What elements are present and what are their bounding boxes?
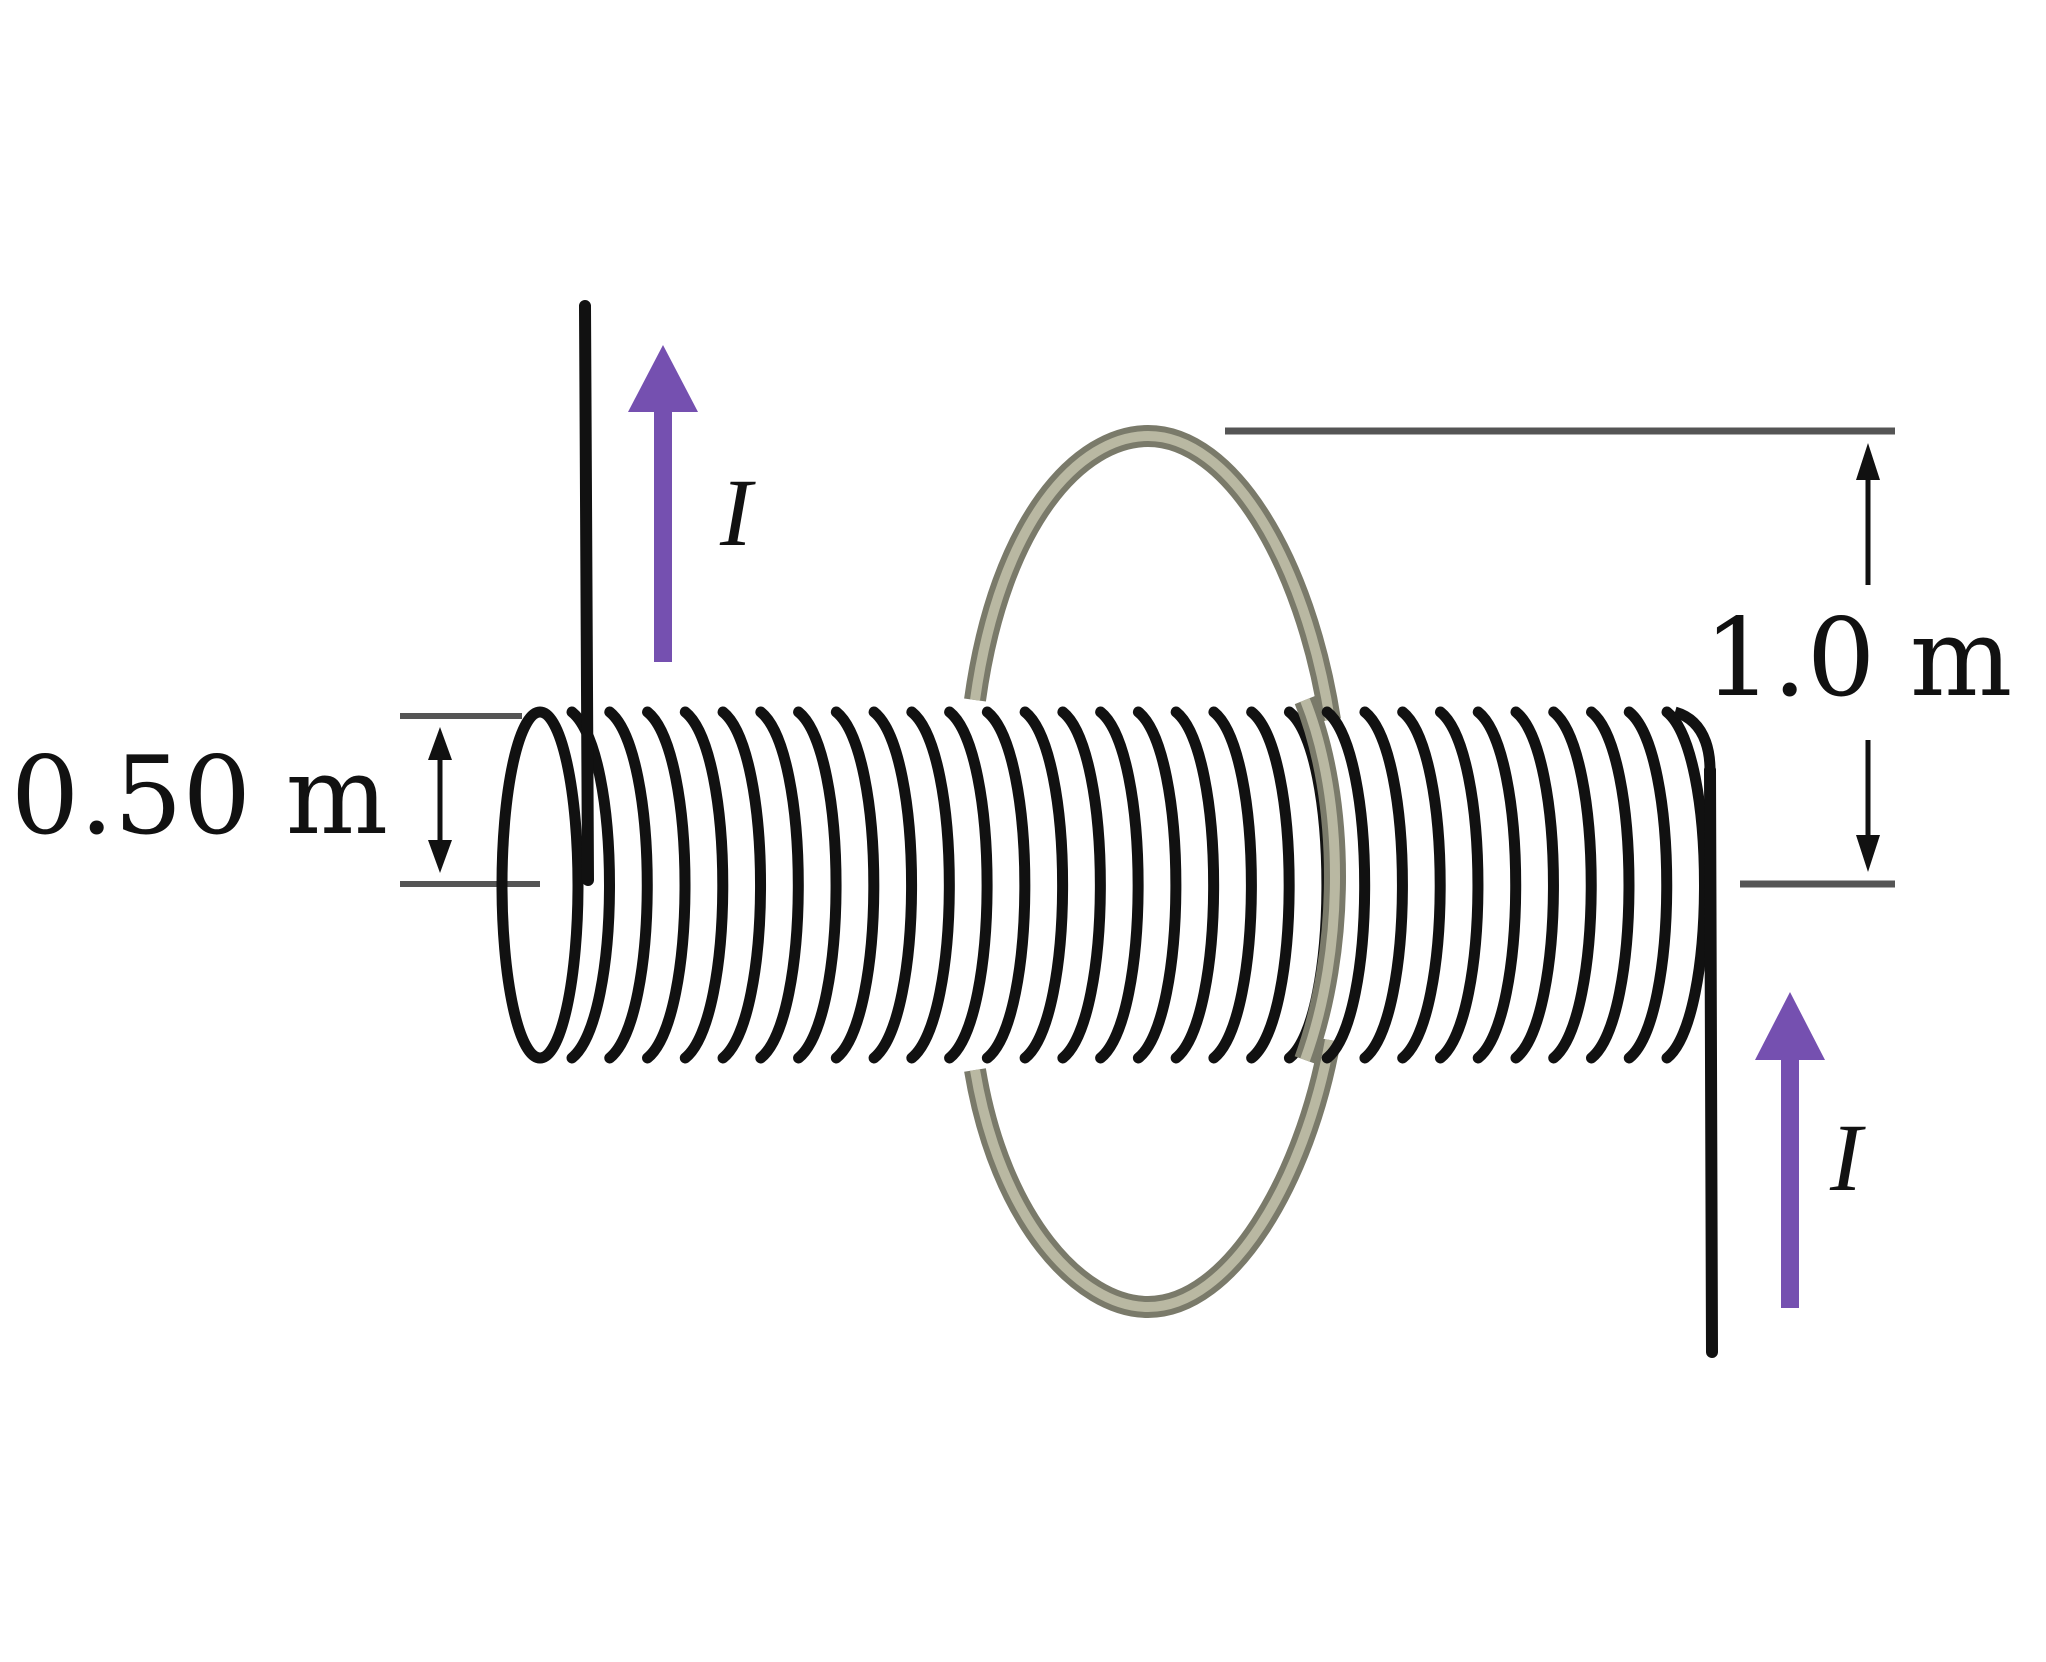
coil-turn [1548,706,1597,1064]
coil-turn [1623,706,1673,1064]
coil-turn [1510,706,1559,1064]
loop-dimension-arrowhead-down [1856,835,1880,872]
solenoid-dimension-arrowhead-up [428,727,452,760]
coil-turn [1359,706,1408,1064]
loop-front-half [1294,695,1346,1064]
solenoid-dimension-arrowhead-down [428,840,452,873]
loop-dimension-arrowhead-up [1856,443,1880,480]
coil-turn [1585,706,1635,1064]
coil-turn [944,706,993,1064]
loop-diameter-label: 1.0 m [1704,596,2013,721]
coil-turn [1397,706,1446,1064]
loop-dimension: 1.0 m [1225,427,2013,888]
current-label-bottom: I [1829,1104,1866,1211]
coil-turn [1472,706,1522,1064]
solenoid-diameter-label: 0.50 m [11,734,388,859]
coil-turn [1208,706,1257,1064]
solenoid-coil [496,706,1716,1064]
solenoid-end-ring [496,706,584,1064]
solenoid-dimension: 0.50 m [11,713,540,887]
coil-turn [1057,706,1106,1064]
current-arrow-top: I [628,345,756,662]
current-label-top: I [719,459,756,566]
current-arrow-bottom-head [1755,992,1825,1060]
coil-turn [1246,706,1295,1064]
coil-turn [755,706,804,1064]
coil-turn [1019,706,1069,1064]
current-arrow-top-head [628,345,698,412]
coil-turn [1132,706,1182,1064]
coil-turn [868,706,918,1064]
coil-turn [1095,706,1144,1064]
coil-turn [1661,706,1710,1064]
left-lead-wire [579,300,594,886]
coil-turn [679,706,729,1064]
coil-turn [1170,706,1220,1064]
current-arrow-bottom: I [1755,992,1866,1308]
coil-turn [793,706,842,1064]
coil-turn [1434,706,1484,1064]
coil-turn [981,706,1031,1064]
loop-back-half [964,424,1341,1319]
coil-turn [906,706,955,1064]
coil-turn [1321,706,1371,1064]
coil-turn [717,706,767,1064]
coil-turn [830,706,880,1064]
coil-turn [642,706,691,1064]
coil-turn [604,706,653,1064]
right-lead-wire [1704,764,1718,1358]
